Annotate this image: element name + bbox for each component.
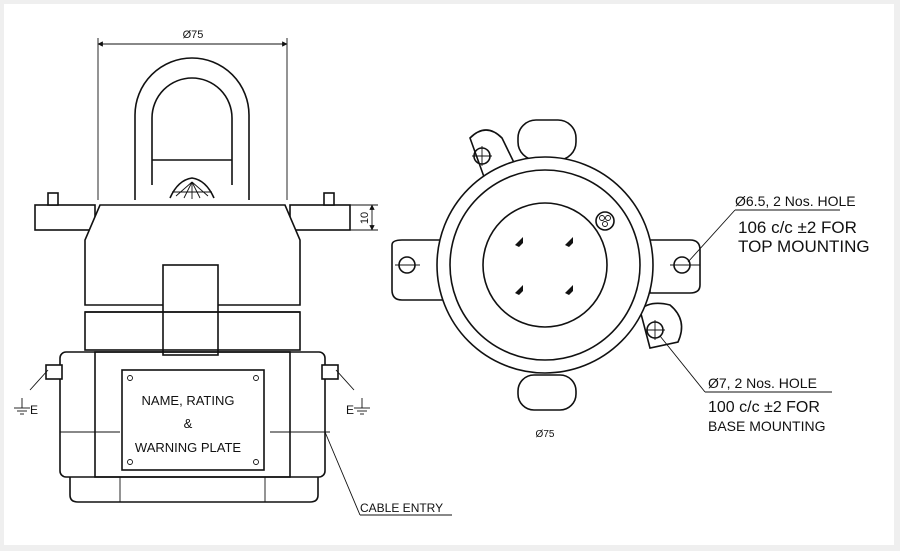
top-hole-line1: Ø6.5, 2 Nos. HOLE [735,193,856,209]
height-label: 10 [359,212,371,224]
lower-body [59,351,330,503]
centre-lines [395,146,700,340]
side-diameter-label: Ø75 [183,29,204,41]
shackle [134,57,250,200]
name-plate: NAME, RATING & WARNING PLATE [121,369,265,471]
base-mounting-callout: Ø7, 2 Nos. HOLE 100 c/c ±2 FOR BASE MOUN… [659,335,832,434]
terminal-marks [515,237,573,295]
diameter-dimension: Ø75 [97,29,288,200]
plate-line1: NAME, RATING [142,393,235,408]
earth-left: E [14,364,63,417]
earth-label-right: E [346,403,354,417]
outer-flange [436,156,654,374]
top-hole-line3: TOP MOUNTING [738,237,870,256]
plate-line3: WARNING PLATE [135,440,242,455]
top-lugs [34,192,351,231]
earth-label-left: E [30,403,38,417]
side-view: Ø75 10 [14,29,452,516]
cable-entry-leader: CABLE ENTRY [324,431,452,516]
top-view: Ø75 Ø6.5, 2 Nos. HOLE 106 c/c ±2 FOR TOP… [391,119,870,440]
upper-body [84,204,301,356]
fan-icon [169,177,215,199]
earth-symbol-icon [595,211,615,231]
height-dimension: 10 [350,204,378,231]
top-hole-line2: 106 c/c ±2 FOR [738,218,857,237]
base-hole-line3: BASE MOUNTING [708,418,825,434]
cover [482,202,608,328]
base-hole-line2: 100 c/c ±2 FOR [708,399,820,416]
top-mounting-callout: Ø6.5, 2 Nos. HOLE 106 c/c ±2 FOR TOP MOU… [687,193,870,263]
base-hole-line1: Ø7, 2 Nos. HOLE [708,375,817,391]
inner-flange [449,169,641,361]
plate-line2: & [184,416,193,431]
cable-entry-label: CABLE ENTRY [360,501,443,515]
earth-right: E [321,364,370,417]
top-diameter-label: Ø75 [536,429,555,440]
